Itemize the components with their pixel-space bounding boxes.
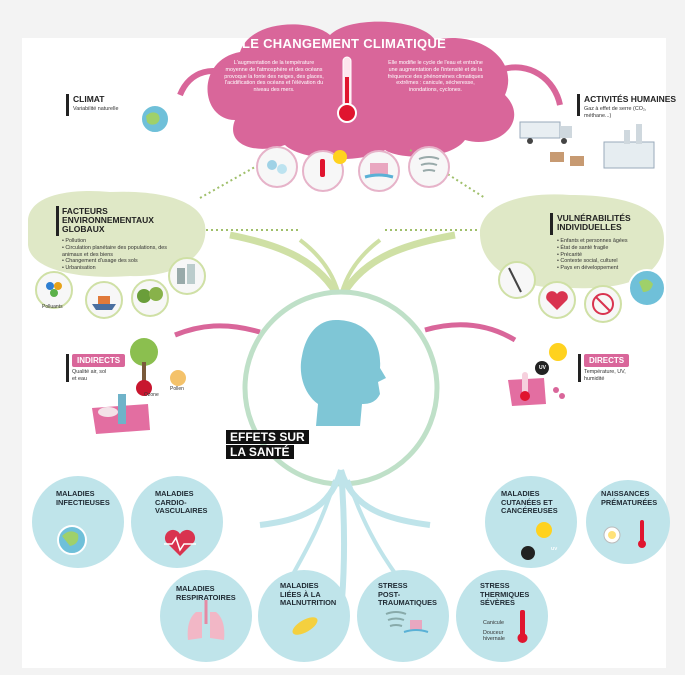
thermometer-icon — [520, 391, 530, 401]
facteurs-title-1: FACTEURS — [62, 206, 108, 216]
activites-bar — [577, 94, 580, 116]
branch-left — [259, 469, 344, 528]
facteurs-item: Changement d'usage des sols — [62, 258, 172, 265]
rat-icon — [98, 407, 118, 417]
uv-icon — [535, 361, 549, 375]
indirects-tag: INDIRECTS — [72, 354, 126, 367]
label-cardio: MALADIES CARDIO-VASCULAIRES — [155, 489, 208, 516]
climat-bar — [66, 94, 69, 116]
page-title: LE CHANGEMENT CLIMATIQUE — [242, 36, 447, 51]
directs-illustration — [508, 343, 567, 406]
label-stress-thermiques: STRESS THERMIQUES SÉVÈRES — [480, 581, 530, 608]
indirects-connector — [174, 323, 261, 338]
label-cutanees: MALADIES CUTANÉES ET CANCÉREUSES — [501, 489, 558, 516]
directs-uv-label: UV — [539, 365, 546, 371]
effets-title: EFFETS SUR — [226, 430, 309, 444]
branch-down-left — [288, 479, 337, 581]
climat-title: CLIMAT — [73, 94, 105, 104]
facteurs-item: Urbanisation — [62, 265, 172, 272]
pollen-label: Pollen — [170, 386, 184, 392]
person-icon — [118, 394, 126, 424]
thermometer-icon — [337, 56, 357, 123]
vulnerabilites-item: Enfants et personnes âgées — [557, 238, 657, 245]
label-naissances: NAISSANCES PRÉMATURÉES — [601, 489, 658, 507]
branch-down — [338, 469, 348, 601]
ice-icon — [256, 146, 298, 188]
factory-icon — [603, 141, 655, 169]
sun-icon — [333, 150, 347, 164]
label-respiratoires: MALADIES RESPIRATOIRES — [176, 584, 236, 602]
circle-cardio — [131, 476, 223, 568]
vulnerabilites-item: Contexte social, culturel — [557, 258, 657, 265]
vulnerabilites-bar — [550, 213, 553, 235]
directs-connector — [424, 322, 517, 343]
effets-title-2: LA SANTÉ — [226, 445, 294, 459]
cloud-right-text: Elle modifie le cycle de l'eau et entraî… — [387, 60, 484, 94]
vulnerabilites-title-1: VULNÉRABILITÉS — [557, 213, 631, 223]
cow-icon — [550, 152, 564, 162]
activites-subtitle: Gaz à effet de serre (CO₂, méthane...) — [584, 106, 647, 119]
facteurs-list: Pollution Circulation planétaire des pop… — [62, 238, 172, 272]
facteurs-title-2: ENVIRONNEMENTAUX — [62, 215, 154, 225]
polluants-label: Polluants — [42, 304, 63, 310]
activites-connector — [499, 64, 563, 106]
facteurs-title-3: GLOBAUX — [62, 224, 105, 234]
facteurs-icons — [35, 257, 206, 319]
cyclone-icon — [408, 146, 450, 188]
circle-cutanees — [485, 476, 577, 568]
label-stress-post: STRESS POST-TRAUMATIQUES — [378, 581, 437, 608]
cutanees-uv-label: UV — [551, 546, 558, 551]
vulnerabilites-item: Précarité — [557, 252, 657, 259]
label-malnutrition: MALADIES LIÉES À LA MALNUTRITION — [280, 581, 337, 608]
directs-tag: DIRECTS — [584, 354, 630, 367]
indirects-text: Qualité air, sol et eau — [72, 369, 107, 382]
indirects-illustration — [92, 338, 186, 434]
facteurs-bar — [56, 206, 59, 236]
cloud-icon-row — [256, 146, 450, 192]
facteurs-item: Pollution — [62, 238, 172, 245]
branch-right — [338, 469, 431, 528]
facteurs-item: Circulation planétaire des populations, … — [62, 245, 172, 259]
climat-subtitle: Variabilité naturelle — [73, 106, 119, 112]
pollen-icon — [170, 370, 186, 386]
ozone-icon — [136, 380, 152, 396]
label-infectieuses: MALADIES INFECTIEUSES — [56, 489, 110, 507]
circle-malnutrition — [258, 570, 350, 662]
vulnerabilites-title-2: INDIVIDUELLES — [557, 222, 622, 232]
climate-cloud — [207, 21, 515, 160]
effets-line-2: LA SANTÉ — [230, 445, 290, 459]
cane-icon — [498, 261, 536, 299]
vulnerabilites-list: Enfants et personnes âgées État de santé… — [557, 238, 657, 272]
globe-icon — [140, 104, 170, 134]
tree-icon — [130, 338, 158, 366]
ozone-label: Ozone — [144, 392, 159, 398]
directs-text: Température, UV, humidité — [584, 369, 626, 382]
canicule-label: Canicule — [483, 620, 504, 626]
effets-line-1: EFFETS SUR — [230, 430, 305, 444]
circle-infectieuses — [32, 476, 124, 568]
head-icon — [300, 320, 386, 426]
vulnerabilites-icons — [498, 261, 666, 323]
sun-icon — [549, 343, 567, 361]
industry-icon — [519, 121, 655, 169]
indirects-bar — [66, 354, 69, 382]
activites-title: ACTIVITÉS HUMAINES — [584, 94, 677, 104]
cloud-left-text: L'augmentation de la température moyenne… — [224, 60, 324, 94]
douceur-label: Douceur hivernale — [483, 630, 505, 643]
directs-bar — [578, 354, 581, 382]
vulnerabilites-item: Pays en développement — [557, 265, 657, 272]
vulnerabilites-item: État de santé fragile — [557, 245, 657, 252]
